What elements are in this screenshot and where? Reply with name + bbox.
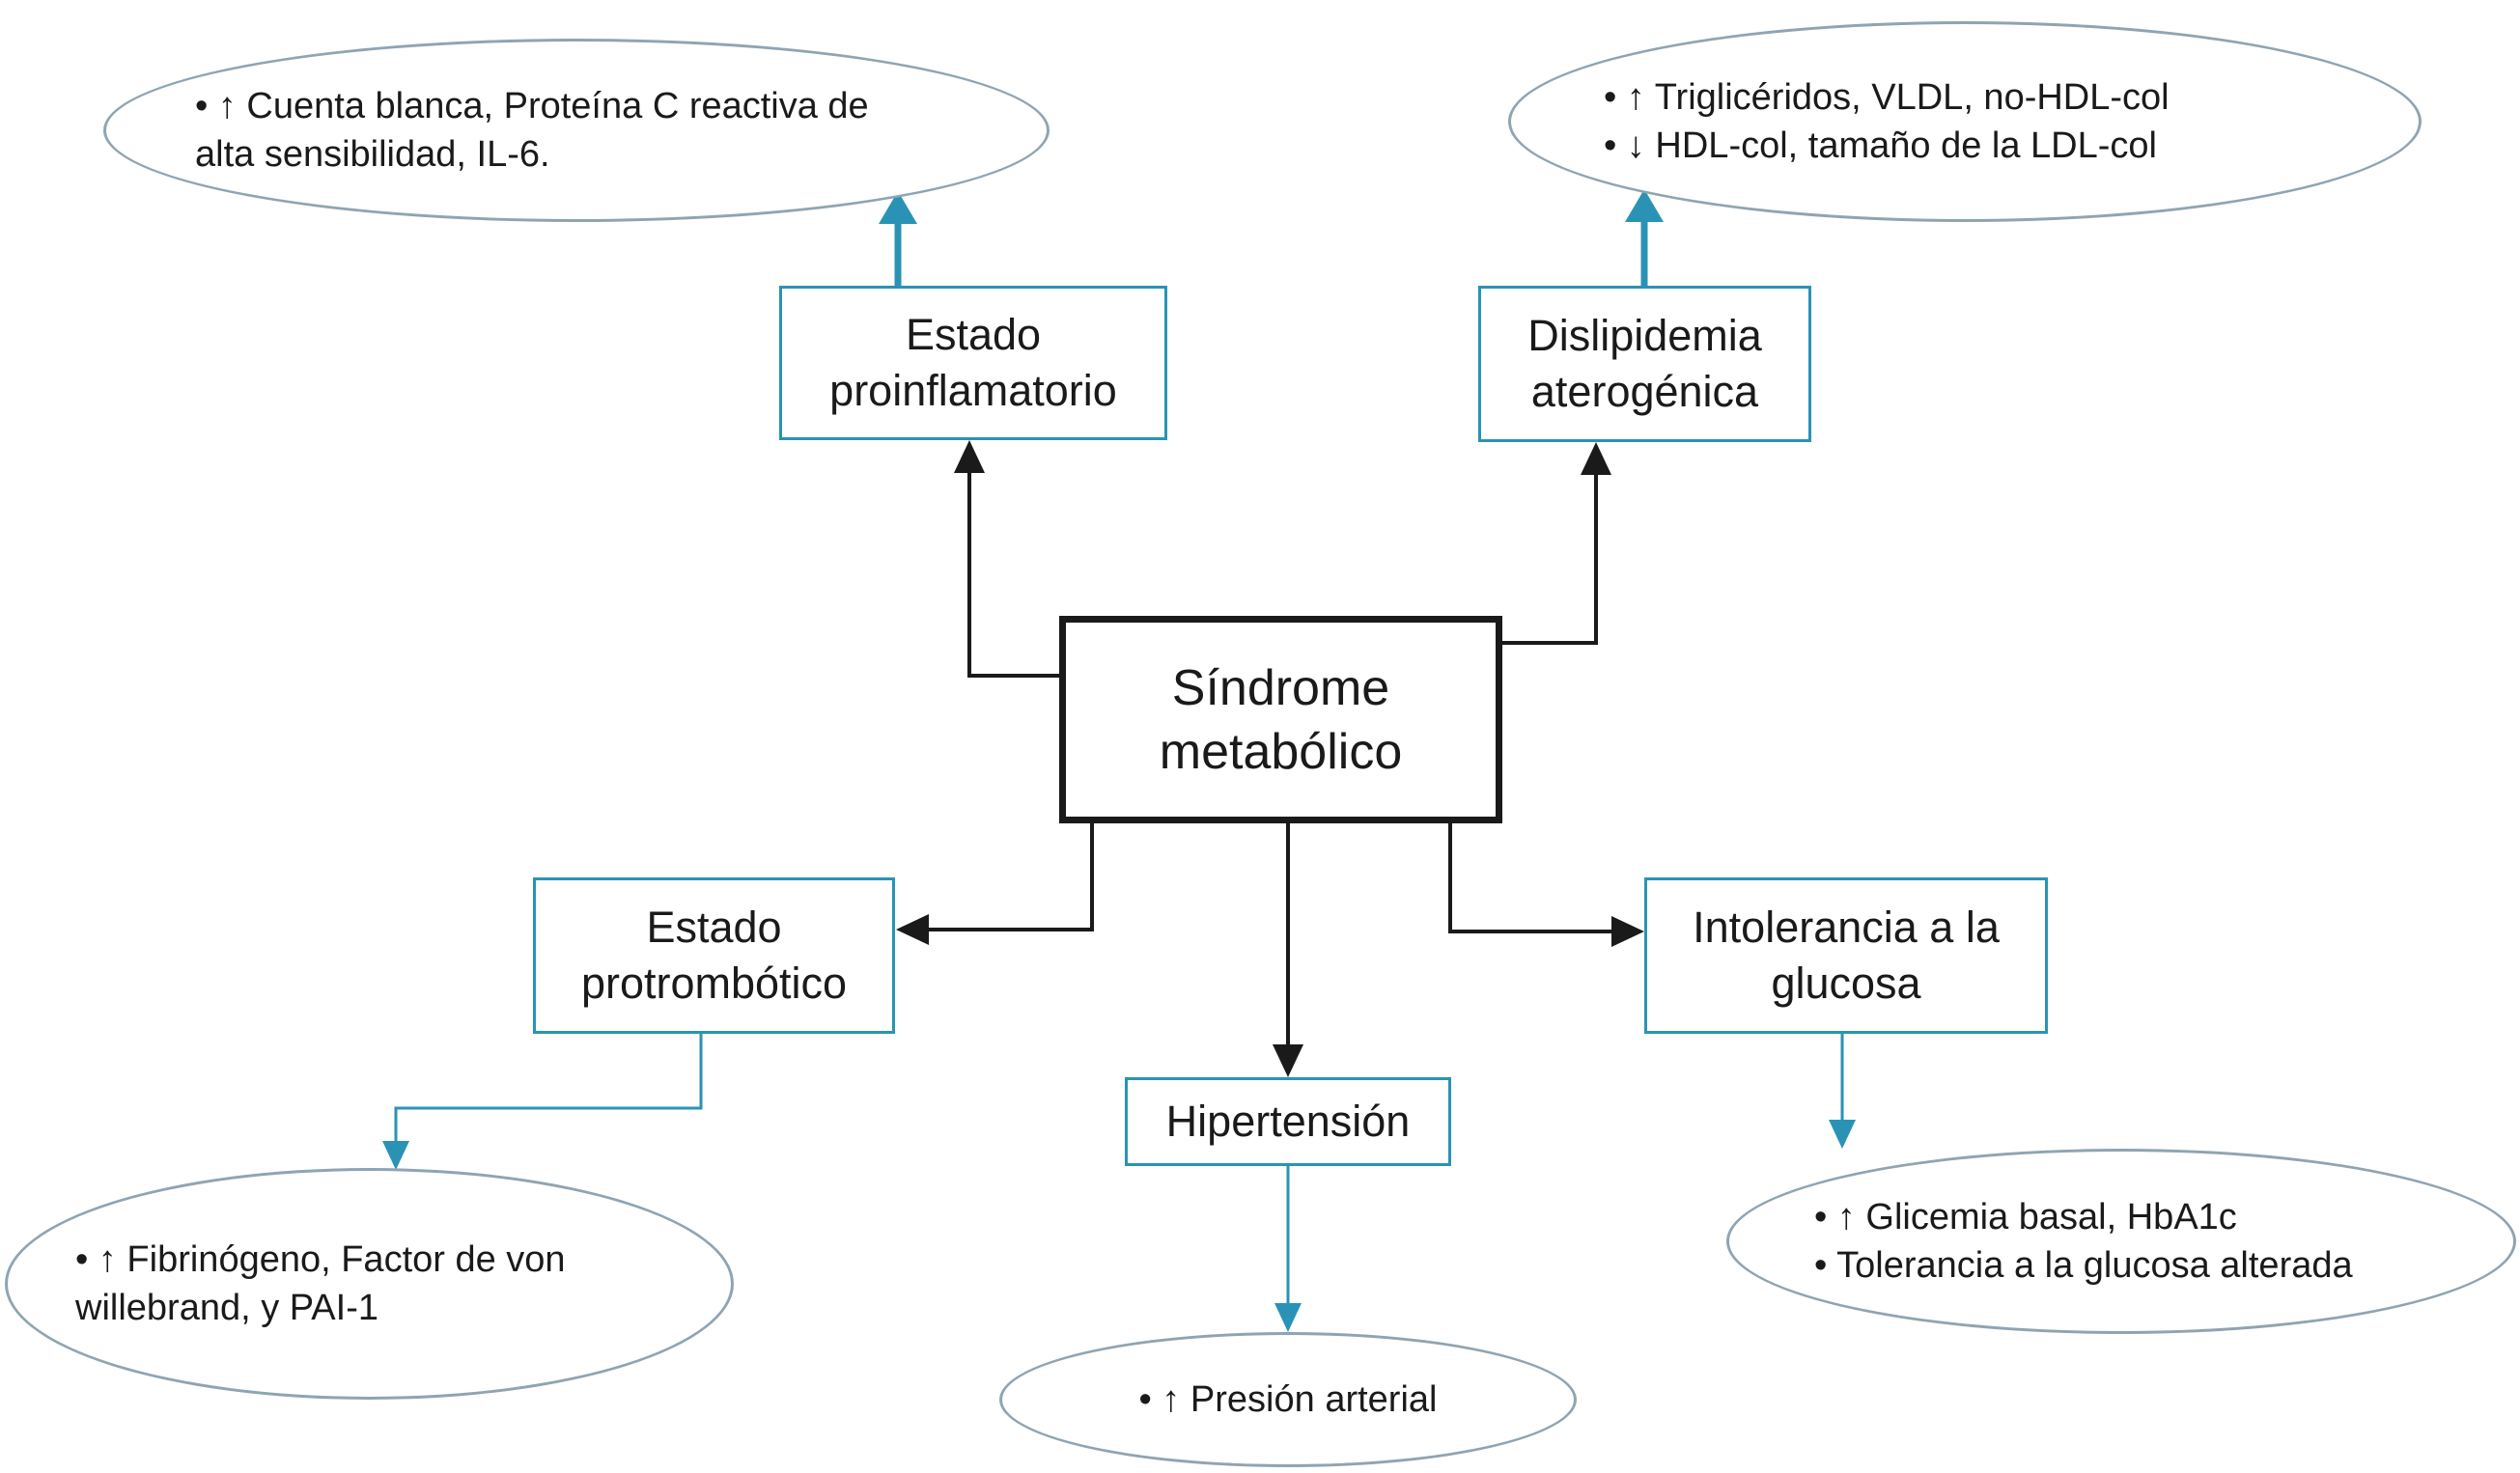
detail-intolerancia-line2: • Tolerancia a la glucosa alterada	[1814, 1245, 2353, 1286]
detail-proinflamatorio: • ↑ Cuenta blanca, Proteína C reactiva d…	[103, 39, 1050, 222]
center-line1: Síndrome	[1171, 659, 1390, 716]
connector-center-to-intolerancia	[1448, 823, 1644, 947]
connector-center-to-hipertension	[1273, 823, 1303, 1077]
connector-dislipidemia-to-detail	[1625, 189, 1664, 286]
detail-intolerancia-line1: • ↑ Glicemia basal, HbA1c	[1814, 1197, 2237, 1237]
node-protrombotico-line2: protrombótico	[580, 959, 848, 1008]
node-proinflamatorio-line1: Estado	[905, 310, 1042, 359]
node-intolerancia-line1: Intolerancia a la	[1693, 903, 2000, 952]
detail-hipertension: • ↑ Presión arterial	[999, 1332, 1577, 1467]
connector-center-to-protrombotico	[896, 823, 1094, 945]
detail-intolerancia: • ↑ Glicemia basal, HbA1c • Tolerancia a…	[1726, 1149, 2516, 1334]
connector-proinflamatorio-to-detail	[879, 191, 917, 286]
detail-dislipidemia-line2: • ↓ HDL-col, tamaño de la LDL-col	[1604, 125, 2157, 166]
node-intolerancia-glucosa: Intolerancia a la glucosa	[1644, 877, 2048, 1034]
detail-proinflamatorio-line2: alta sensibilidad, IL-6.	[195, 134, 550, 175]
center-line2: metabólico	[1159, 723, 1403, 780]
detail-protrombotico-line2: willebrand, y PAI-1	[75, 1288, 378, 1328]
detail-dislipidemia-line1: • ↑ Triglicéridos, VLDL, no-HDL-col	[1604, 77, 2170, 118]
center-box-sindrome-metabolico: Síndrome metabólico	[1059, 616, 1502, 823]
connector-center-to-proinflamatorio	[954, 440, 1059, 678]
connector-hipertension-to-detail	[1274, 1166, 1302, 1332]
connector-intolerancia-to-detail	[1829, 1034, 1856, 1149]
node-proinflamatorio-line2: proinflamatorio	[829, 366, 1117, 415]
detail-dislipidemia: • ↑ Triglicéridos, VLDL, no-HDL-col • ↓ …	[1508, 21, 2422, 222]
node-hipertension: Hipertensión	[1125, 1077, 1451, 1166]
detail-protrombotico: • ↑ Fibrinógeno, Factor de von willebran…	[5, 1168, 734, 1400]
detail-hipertension-line1: • ↑ Presión arterial	[1138, 1379, 1438, 1420]
node-estado-proinflamatorio: Estado proinflamatorio	[779, 286, 1167, 440]
node-estado-protrombotico: Estado protrombótico	[533, 877, 895, 1034]
node-hipertension-line1: Hipertensión	[1165, 1097, 1411, 1146]
node-protrombotico-line1: Estado	[646, 903, 782, 952]
connector-center-to-dislipidemia	[1502, 442, 1611, 645]
detail-protrombotico-line1: • ↑ Fibrinógeno, Factor de von	[75, 1239, 566, 1280]
detail-proinflamatorio-line1: • ↑ Cuenta blanca, Proteína C reactiva d…	[195, 86, 869, 126]
node-intolerancia-line2: glucosa	[1771, 959, 1921, 1008]
connector-protrombotico-to-detail	[382, 1034, 703, 1170]
node-dislipidemia-line2: aterogénica	[1530, 367, 1759, 416]
node-dislipidemia-aterogenica: Dislipidemia aterogénica	[1478, 286, 1811, 442]
node-dislipidemia-line1: Dislipidemia	[1527, 311, 1762, 360]
